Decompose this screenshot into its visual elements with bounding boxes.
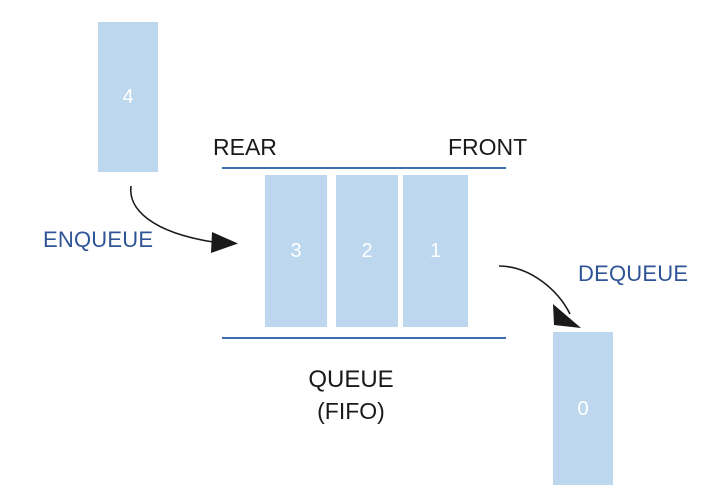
enqueue-arrowhead-icon — [211, 232, 238, 253]
queue-element-box: 3 — [265, 175, 327, 327]
diagram-title: QUEUE — [308, 366, 394, 393]
queue-top-rail — [222, 167, 506, 169]
dequeue-operation-label: DEQUEUE — [578, 261, 689, 286]
enqueue-operation-label: ENQUEUE — [43, 227, 154, 252]
dequeue-arrow-path — [498, 265, 571, 315]
rear-marker-label: REAR — [213, 134, 277, 160]
dequeue-arrowhead-icon — [553, 304, 581, 328]
outgoing-element-box: 0 — [553, 332, 613, 485]
queue-element-box: 1 — [403, 175, 468, 327]
diagram-subtitle: (FIFO) — [317, 398, 385, 424]
front-marker-label: FRONT — [448, 134, 528, 160]
incoming-element-box: 4 — [98, 22, 158, 172]
queue-bottom-rail — [222, 337, 506, 339]
queue-element-box: 2 — [336, 175, 398, 327]
